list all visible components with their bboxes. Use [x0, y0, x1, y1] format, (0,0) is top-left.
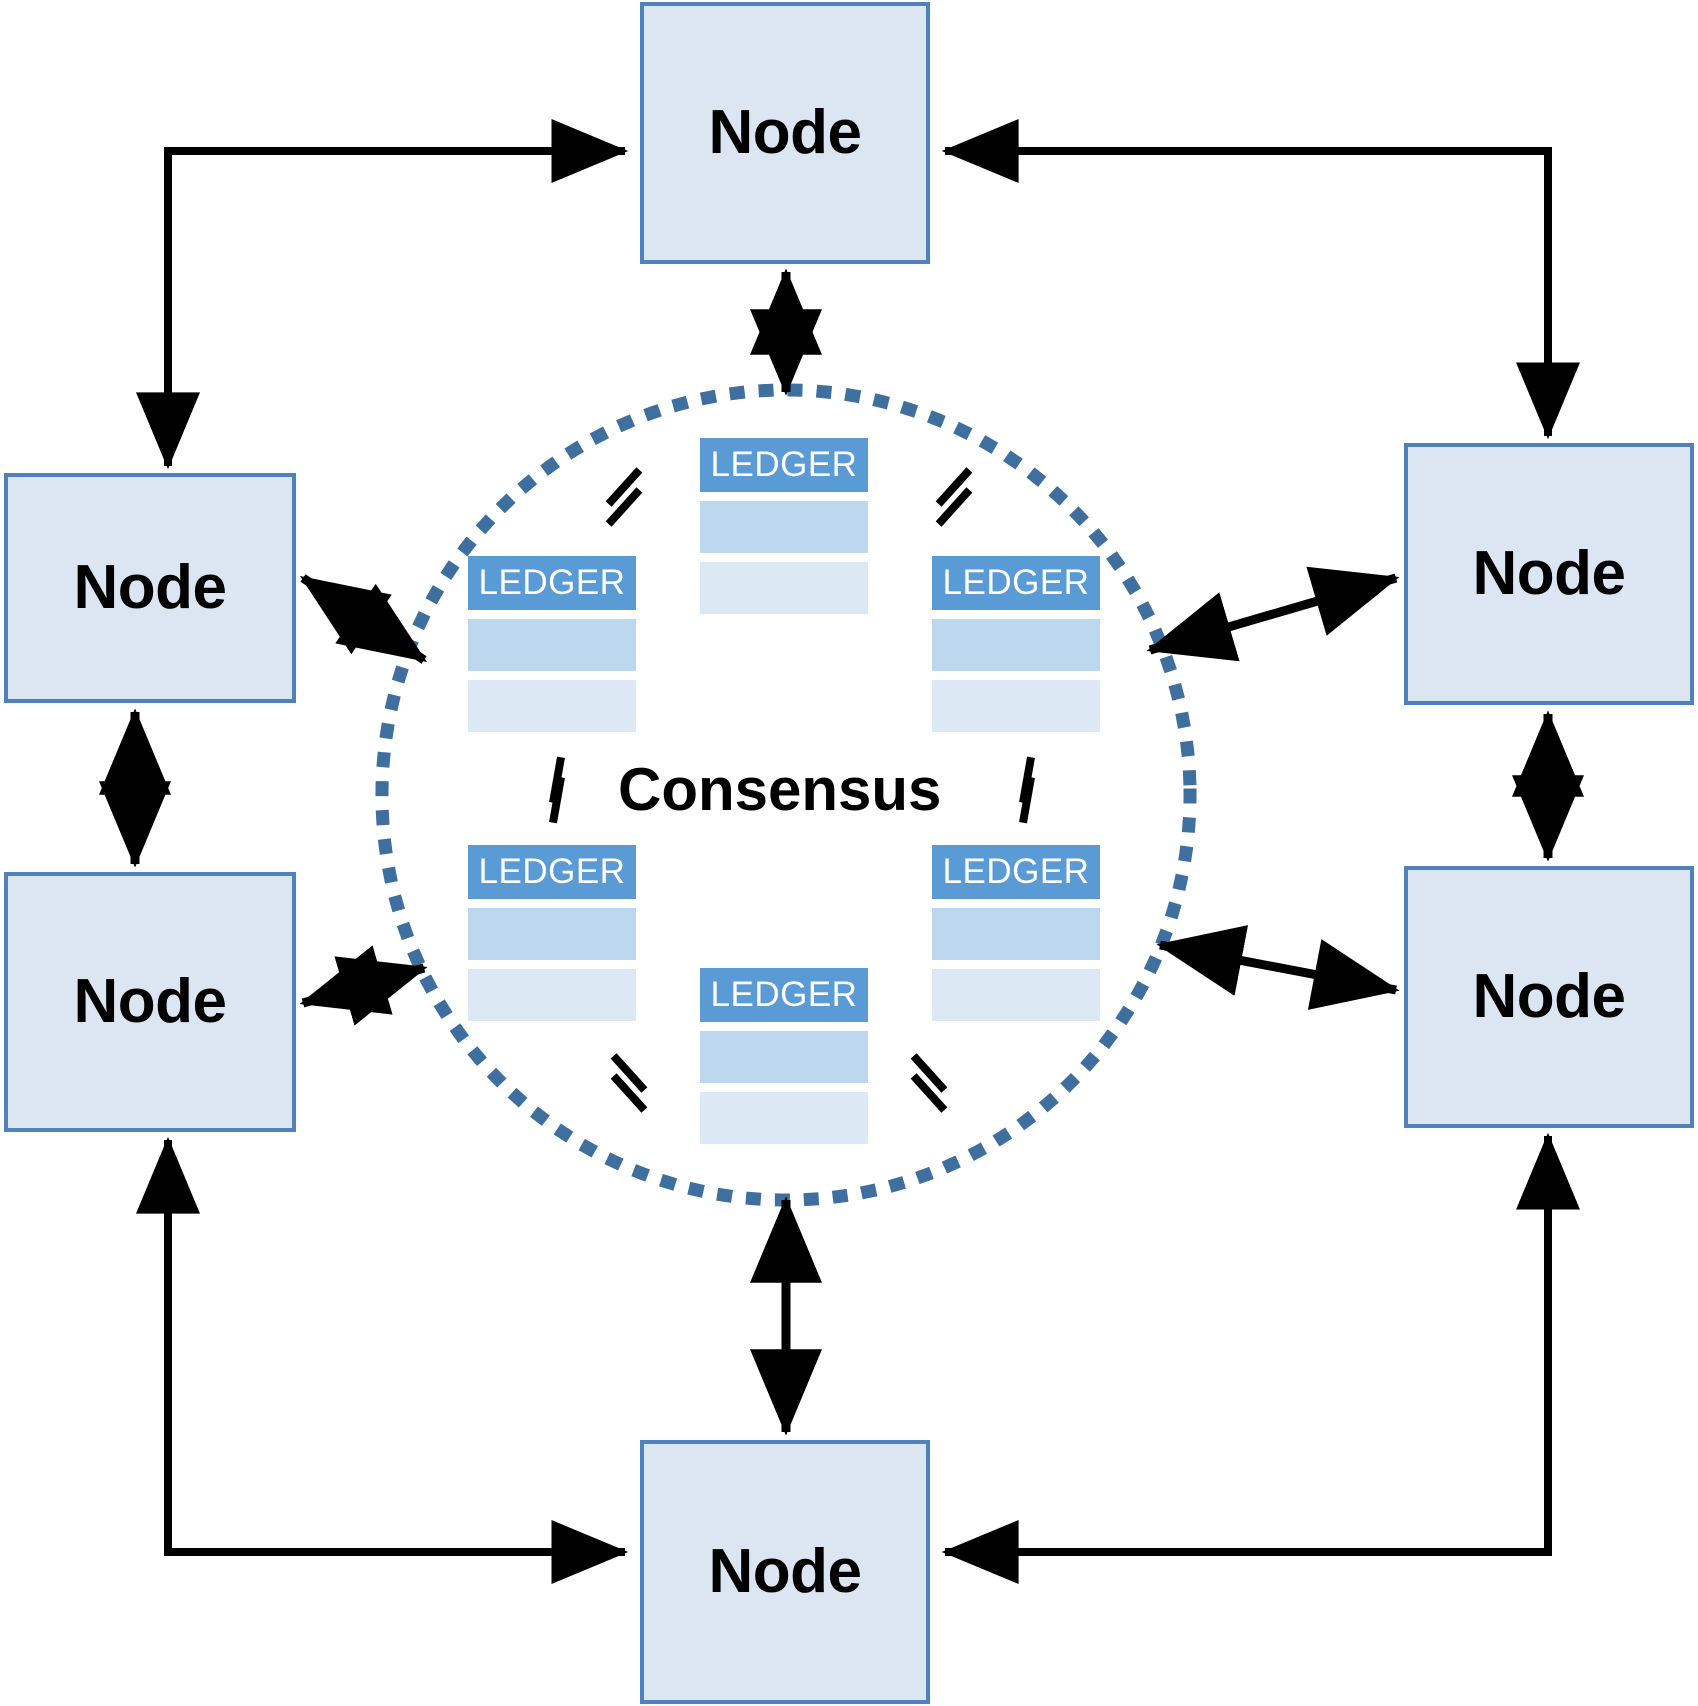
connector-rightupper-to-circle	[1146, 566, 1400, 662]
ledger-lower-left-row-1	[468, 908, 636, 960]
connector-rightlower-to-circle	[1156, 925, 1400, 1010]
connector-bottomright-elbow	[941, 1132, 1580, 1584]
ledger-top-header: LEDGER	[700, 438, 868, 492]
ledger-bottom-header: LEDGER	[700, 968, 868, 1022]
ledger-lower-left[interactable]: LEDGER	[468, 845, 636, 1021]
ledger-lower-right-header: LEDGER	[932, 845, 1100, 899]
node-top-label: Node	[708, 98, 863, 167]
ledger-top-row-2	[700, 562, 868, 614]
ledger-lower-right-row-1	[932, 908, 1100, 960]
ledger-upper-right[interactable]: LEDGER	[932, 556, 1100, 732]
ledger-top-row-1	[700, 501, 868, 553]
connector-bottomleft-elbow	[136, 1136, 629, 1584]
node-bottom-label: Node	[708, 1537, 863, 1606]
connector-topright-elbow	[941, 119, 1580, 440]
ledger-top[interactable]: LEDGER	[700, 438, 868, 614]
node-left-upper[interactable]: Node	[4, 473, 296, 703]
equals-icon-top-right	[933, 467, 975, 527]
ledger-lower-right-row-2	[932, 969, 1100, 1021]
ledger-lower-right[interactable]: LEDGER	[932, 845, 1100, 1021]
node-right-lower[interactable]: Node	[1404, 866, 1694, 1128]
node-right-upper[interactable]: Node	[1404, 443, 1694, 705]
ledger-upper-right-row-2	[932, 680, 1100, 732]
node-left-lower-label: Node	[73, 967, 228, 1036]
ledger-bottom[interactable]: LEDGER	[700, 968, 868, 1144]
equals-icon-top-left	[603, 467, 645, 527]
ledger-upper-left-header: LEDGER	[468, 556, 636, 610]
equals-icon-mid-right	[1006, 756, 1048, 824]
ledger-upper-right-header: LEDGER	[932, 556, 1100, 610]
ledger-upper-right-row-1	[932, 619, 1100, 671]
ledger-upper-left-row-2	[468, 680, 636, 732]
node-bottom[interactable]: Node	[640, 1440, 930, 1704]
node-left-lower[interactable]: Node	[4, 872, 296, 1132]
equals-icon-bottom-right	[908, 1053, 950, 1113]
ledger-bottom-row-1	[700, 1031, 868, 1083]
ledger-upper-left-row-1	[468, 619, 636, 671]
node-right-upper-label: Node	[1472, 539, 1627, 608]
node-left-upper-label: Node	[73, 553, 228, 622]
ledger-bottom-row-2	[700, 1092, 868, 1144]
ledger-lower-left-row-2	[468, 969, 636, 1021]
ledger-upper-left[interactable]: LEDGER	[468, 556, 636, 732]
equals-icon-bottom-left	[608, 1053, 650, 1113]
node-top[interactable]: Node	[640, 2, 930, 264]
consensus-label: Consensus	[618, 756, 942, 823]
equals-icon-mid-left	[536, 756, 578, 824]
connector-topleft-elbow	[136, 119, 629, 470]
connector-leftlower-to-circle	[299, 945, 428, 1026]
connector-leftupper-to-circle	[300, 574, 427, 664]
ledger-lower-left-header: LEDGER	[468, 845, 636, 899]
node-right-lower-label: Node	[1472, 962, 1627, 1031]
